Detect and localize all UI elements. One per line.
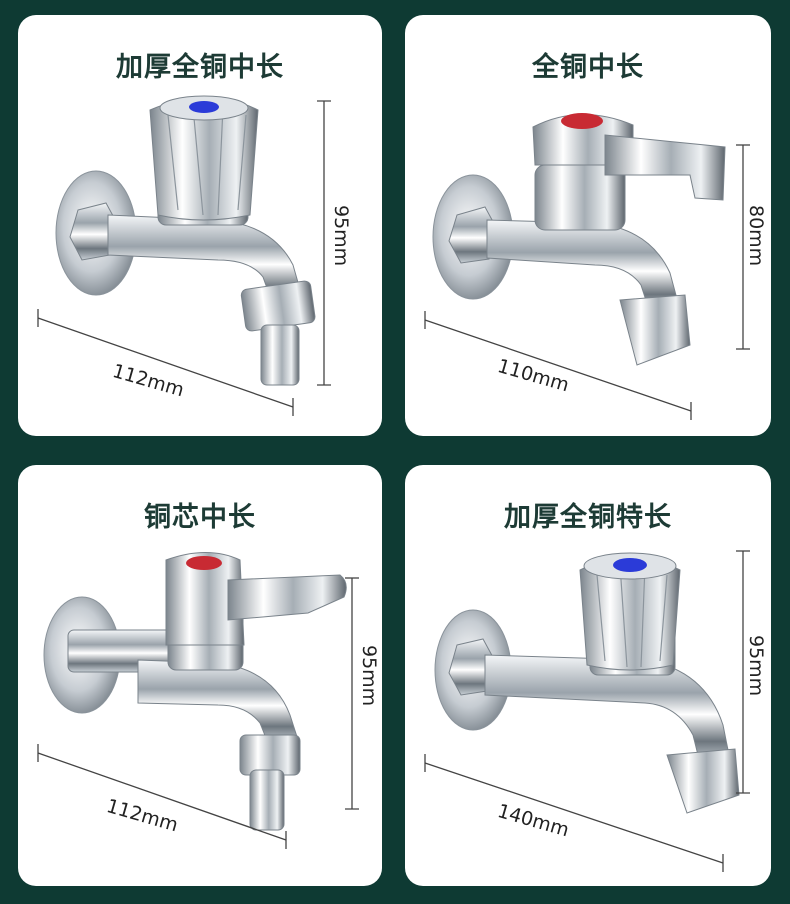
- product-title: 铜芯中长: [144, 502, 256, 533]
- knob-blue-icon: [579, 552, 681, 671]
- product-card-1[interactable]: 加厚全铜中长 112mm 95mm: [18, 15, 382, 436]
- faucet-image: [37, 552, 359, 849]
- lever-red-icon: [532, 113, 726, 201]
- height-label: 95mm: [330, 205, 352, 267]
- height-label: 80mm: [745, 205, 767, 267]
- faucet-image: [424, 550, 750, 872]
- lever-red-icon: [165, 552, 347, 646]
- product-card-4[interactable]: 加厚全铜特长 140mm 95mm: [405, 465, 771, 886]
- knob-blue-icon: [149, 95, 259, 221]
- faucet-image: [424, 113, 750, 420]
- product-title: 加厚全铜特长: [504, 502, 672, 533]
- product-title: 加厚全铜中长: [116, 52, 284, 83]
- product-card-3[interactable]: 铜芯中长 112mm 95mm: [18, 465, 382, 886]
- faucet-image: [37, 95, 331, 416]
- product-card-2[interactable]: 全铜中长 110mm 80mm: [405, 15, 771, 436]
- product-title: 全铜中长: [532, 52, 644, 83]
- height-label: 95mm: [745, 635, 767, 697]
- height-label: 95mm: [358, 645, 380, 707]
